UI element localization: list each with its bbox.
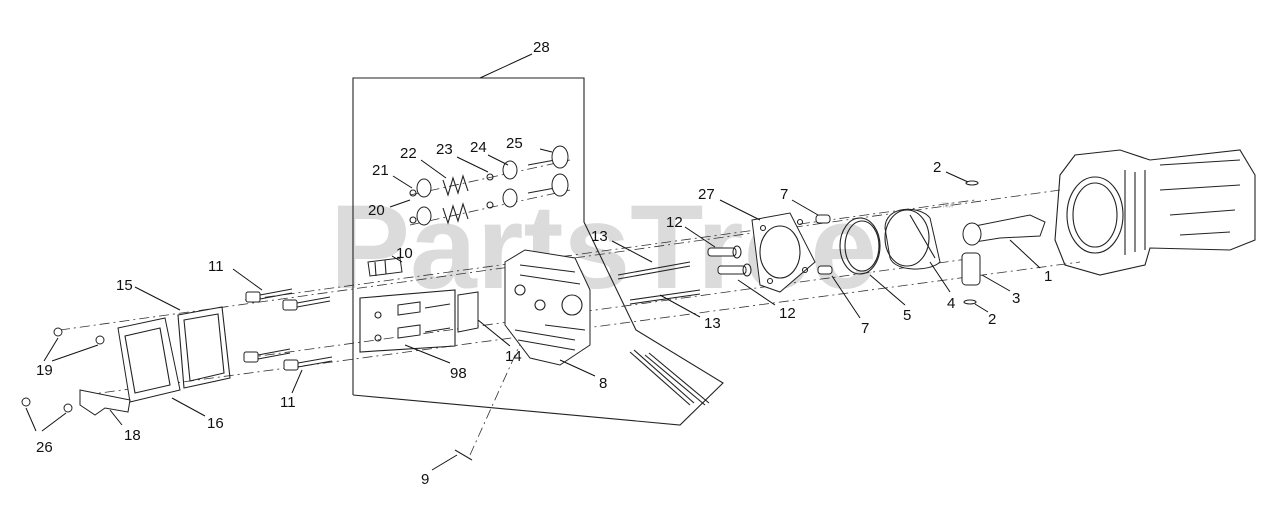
callout-24: 24 xyxy=(470,139,487,156)
piston-pin-clips xyxy=(963,180,979,305)
rocker-guide-plate xyxy=(457,291,479,333)
callout-26: 26 xyxy=(36,439,53,456)
callout-12-lower: 12 xyxy=(779,305,796,322)
callout-7-lower: 7 xyxy=(861,320,869,337)
callout-14: 14 xyxy=(505,348,522,365)
callout-15: 15 xyxy=(116,277,133,294)
callout-20: 20 xyxy=(368,202,385,219)
callout-12-upper: 12 xyxy=(666,214,683,231)
callout-28: 28 xyxy=(533,39,550,56)
valve-cover xyxy=(117,317,181,403)
head-studs xyxy=(629,349,710,406)
piston xyxy=(884,208,941,270)
callout-11-lower: 11 xyxy=(280,394,296,411)
callout-4: 4 xyxy=(947,295,955,312)
engine-block xyxy=(1054,149,1256,276)
callout-10: 10 xyxy=(396,245,413,262)
valve-cover-gasket xyxy=(177,306,231,389)
push-rods xyxy=(617,261,701,305)
leader-lines xyxy=(25,53,1041,471)
cover-screws xyxy=(21,327,105,413)
watermark-trademark: ™ xyxy=(940,199,954,215)
callout-27: 27 xyxy=(698,186,715,203)
callout-7-upper: 7 xyxy=(780,186,788,203)
cylinder-head xyxy=(504,249,591,366)
head-gasket xyxy=(751,212,816,293)
callout-3: 3 xyxy=(1012,290,1020,307)
callout-98: 98 xyxy=(450,365,467,382)
valve-lifters xyxy=(707,245,752,277)
callout-2-lower: 2 xyxy=(988,311,996,328)
connecting-rod xyxy=(962,214,1046,246)
dowel-pins xyxy=(815,214,833,275)
piston-rings xyxy=(839,217,881,275)
rocker-kit-box xyxy=(359,289,456,353)
callout-19: 19 xyxy=(36,362,53,379)
callout-5: 5 xyxy=(903,307,911,324)
callout-21: 21 xyxy=(372,162,389,179)
piston-pin xyxy=(961,252,981,286)
callout-18: 18 xyxy=(124,427,141,444)
callout-8: 8 xyxy=(599,375,607,392)
callout-22: 22 xyxy=(400,145,417,162)
callouts: 28 25 24 23 22 21 20 10 11 15 19 26 18 1… xyxy=(36,39,1052,488)
head-kit-outline xyxy=(352,77,724,426)
head-bolts xyxy=(243,288,333,371)
callout-11-upper: 11 xyxy=(208,258,224,275)
valve-train xyxy=(409,145,569,226)
callout-9: 9 xyxy=(421,471,429,488)
seal-ring xyxy=(454,449,473,461)
callout-23: 23 xyxy=(436,141,453,158)
watermark: PartsTree ™ xyxy=(330,180,954,314)
callout-25: 25 xyxy=(506,135,523,152)
spark-plug xyxy=(367,257,403,277)
callout-13-upper: 13 xyxy=(591,228,608,245)
callout-16: 16 xyxy=(207,415,224,432)
callout-1: 1 xyxy=(1044,268,1052,285)
bracket xyxy=(79,389,131,416)
callout-2-upper: 2 xyxy=(933,159,941,176)
callout-13-lower: 13 xyxy=(704,315,721,332)
